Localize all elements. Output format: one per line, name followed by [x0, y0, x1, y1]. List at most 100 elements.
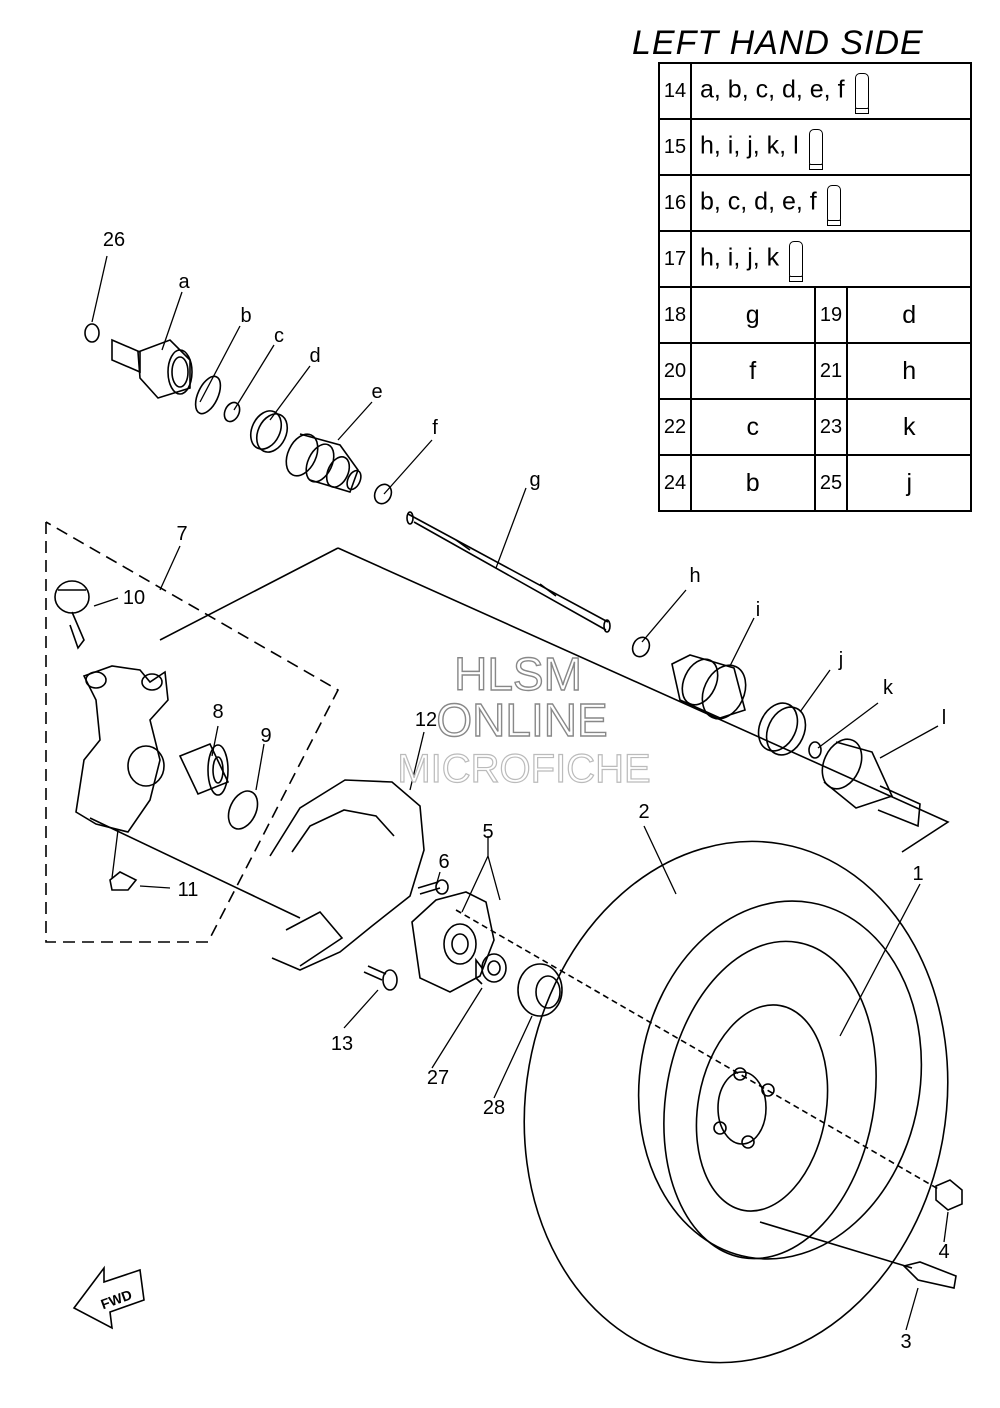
- legend-row: 22 c 23 k: [658, 398, 972, 456]
- callout-28: 28: [483, 1097, 505, 1119]
- callout-6: 6: [438, 851, 449, 873]
- callout-7: 7: [176, 523, 187, 545]
- callout-4: 4: [938, 1241, 949, 1263]
- o-ring-b: [194, 375, 222, 415]
- part-number: 22: [658, 398, 692, 456]
- bolt-13: [363, 965, 398, 991]
- callout-f: f: [432, 417, 438, 439]
- kit-parts-text: a, b, c, d, e, f: [700, 75, 845, 104]
- legend-row: 15 h, i, j, k, l: [658, 118, 972, 176]
- kit-parts-text: b, c, d, e, f: [700, 187, 817, 216]
- legend-row: 14 a, b, c, d, e, f: [658, 62, 972, 120]
- kit-contents: a, b, c, d, e, f: [690, 62, 972, 120]
- band-h: [631, 636, 651, 658]
- band-d: [249, 410, 283, 450]
- grease-tube-icon: [854, 73, 869, 114]
- wheel-bearing-8: [178, 742, 230, 796]
- cotter-pin-11: [109, 871, 138, 891]
- kit-number: 14: [658, 62, 692, 120]
- boot-i: [671, 654, 747, 720]
- hub-cap-28: [517, 963, 563, 1017]
- watermark-line-2: ONLINE: [436, 694, 607, 746]
- callout-e: e: [371, 381, 382, 403]
- wheel-rim-1: [663, 940, 877, 1260]
- boot-e: [285, 433, 362, 493]
- circlip-26: [84, 323, 100, 343]
- grease-tube-icon: [808, 129, 823, 170]
- grease-tube-icon: [789, 241, 804, 282]
- legend-row: 16 b, c, d, e, f: [658, 174, 972, 232]
- callout-l: l: [942, 707, 946, 729]
- callout-5: 5: [482, 821, 493, 843]
- callout-k: k: [883, 677, 894, 699]
- part-number: 19: [813, 286, 849, 344]
- kit-number: 17: [658, 230, 692, 288]
- grease-tube-icon: [826, 185, 841, 226]
- kit-parts-text: h, i, j, k: [700, 243, 780, 272]
- part-number: 23: [813, 398, 849, 456]
- part-letter: c: [690, 398, 816, 456]
- valve-axis-line: [759, 1221, 913, 1269]
- fwd-arrow-icon: [72, 1265, 145, 1330]
- shaft-group-frame: [159, 547, 950, 853]
- inner-cv-joint-l: [821, 738, 921, 828]
- tire-2: [523, 840, 949, 1364]
- callout-b: b: [240, 305, 251, 327]
- part-letter: g: [690, 286, 816, 344]
- kit-number: 16: [658, 174, 692, 232]
- callout-9: 9: [260, 725, 271, 747]
- valve-stem-3: [902, 1261, 957, 1289]
- band-j: [757, 702, 799, 752]
- leader-lines: [91, 255, 949, 1331]
- circlip-9: [227, 790, 259, 830]
- callout-8: 8: [212, 701, 223, 723]
- callout-1: 1: [912, 863, 923, 885]
- wheel-axis-line: [455, 909, 941, 1191]
- callout-26: 26: [103, 229, 125, 251]
- callout-a: a: [178, 271, 190, 293]
- watermark-line-3: MICROFICHE: [397, 747, 650, 791]
- kit-parts-text: h, i, j, k, l: [700, 131, 799, 160]
- part-number: 24: [658, 454, 692, 512]
- part-letter: h: [846, 342, 972, 400]
- part-number: 18: [658, 286, 692, 344]
- kit-number: 15: [658, 118, 692, 176]
- callout-2: 2: [638, 801, 649, 823]
- wheel-hub-5: [411, 891, 495, 993]
- hub-axis-line: [89, 817, 301, 919]
- part-number: 25: [813, 454, 849, 512]
- clip-c: [223, 401, 241, 423]
- kit-contents: h, i, j, k: [690, 230, 972, 288]
- callout-d: d: [309, 345, 320, 367]
- outer-cv-joint-a: [111, 338, 193, 399]
- lug-nut-4: [935, 1179, 963, 1211]
- kit-contents: h, i, j, k, l: [690, 118, 972, 176]
- callout-27: 27: [427, 1067, 449, 1089]
- band-f: [373, 483, 393, 505]
- legend-row: 24 b 25 j: [658, 454, 972, 512]
- callout-g: g: [529, 469, 540, 491]
- kit-contents: b, c, d, e, f: [690, 174, 972, 232]
- legend-row: 18 g 19 d: [658, 286, 972, 344]
- clip-k: [808, 741, 822, 759]
- part-letter: d: [846, 286, 972, 344]
- drive-shaft-g: [406, 511, 611, 633]
- part-number: 20: [658, 342, 692, 400]
- part-letter: j: [846, 454, 972, 512]
- legend-row: 17 h, i, j, k: [658, 230, 972, 288]
- callout-i: i: [756, 599, 760, 621]
- watermark-line-1: HLSM: [454, 648, 582, 700]
- hub-nut-27: [475, 953, 507, 985]
- part-letter: b: [690, 454, 816, 512]
- parts-kit-legend: 14 a, b, c, d, e, f 15 h, i, j, k, l 16 …: [658, 62, 972, 512]
- diagram-title: LEFT HAND SIDE: [632, 24, 924, 62]
- fwd-label: FWD: [99, 1286, 134, 1312]
- ball-joint-10: [54, 580, 90, 650]
- steering-knuckle-7: [75, 665, 169, 833]
- callout-h: h: [689, 565, 700, 587]
- part-number: 21: [813, 342, 849, 400]
- callout-j: j: [838, 649, 843, 671]
- callout-10: 10: [123, 587, 145, 609]
- callout-13: 13: [331, 1033, 353, 1055]
